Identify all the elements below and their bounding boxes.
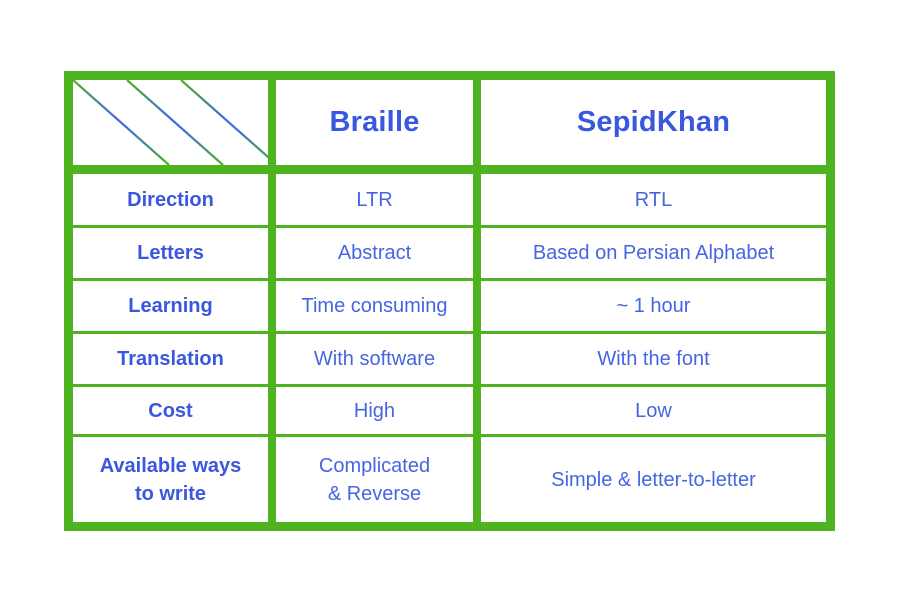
row-label-text: Letters [137, 242, 204, 264]
cell-sepidkhan-direction: RTL [481, 174, 826, 228]
cell-sepidkhan-letters: Based on Persian Alphabet [481, 228, 826, 281]
cell-braille-available-ways: Complicated & Reverse [276, 437, 481, 522]
cell-text: With the font [597, 348, 710, 370]
cell-text: Complicated & Reverse [318, 454, 431, 505]
cell-sepidkhan-cost: Low [481, 387, 826, 437]
column-header-sepidkhan-label: SepidKhan [576, 106, 731, 138]
row-label-translation: Translation [73, 334, 276, 387]
row-label-available-ways: Available ways to write [73, 437, 276, 522]
cell-braille-cost: High [276, 387, 481, 437]
cell-text: RTL [634, 188, 673, 211]
cell-braille-translation: With software [276, 334, 481, 387]
cell-text: Simple & letter-to-letter [551, 468, 756, 491]
cell-text: ~ 1 hour [616, 295, 691, 317]
row-label-text: Translation [117, 348, 224, 370]
column-header-braille: Braille [276, 80, 481, 174]
column-header-sepidkhan: SepidKhan [481, 80, 826, 174]
cell-text: High [353, 399, 396, 422]
row-label-text: Learning [128, 295, 213, 317]
row-label-cost: Cost [73, 387, 276, 437]
row-label-text: Direction [127, 188, 214, 211]
row-label-text: Cost [148, 399, 193, 422]
comparison-table: Braille SepidKhan Direction LTR RTL Lett… [64, 71, 835, 531]
column-header-braille-label: Braille [329, 106, 420, 138]
cell-braille-direction: LTR [276, 174, 481, 228]
row-label-text: Available ways to write [99, 454, 242, 505]
cell-text: Abstract [337, 242, 412, 264]
row-label-letters: Letters [73, 228, 276, 281]
row-label-direction: Direction [73, 174, 276, 228]
cell-text: With software [313, 348, 436, 370]
cell-sepidkhan-learning: ~ 1 hour [481, 281, 826, 334]
cell-text: Based on Persian Alphabet [532, 242, 775, 264]
cell-braille-learning: Time consuming [276, 281, 481, 334]
cell-text: LTR [356, 188, 393, 211]
row-label-learning: Learning [73, 281, 276, 334]
corner-cell [73, 80, 276, 174]
cell-sepidkhan-available-ways: Simple & letter-to-letter [481, 437, 826, 522]
cell-braille-letters: Abstract [276, 228, 481, 281]
cell-text: Time consuming [301, 295, 448, 317]
cell-sepidkhan-translation: With the font [481, 334, 826, 387]
diagonal-stripes-decoration [73, 80, 268, 165]
cell-text: Low [635, 399, 672, 422]
